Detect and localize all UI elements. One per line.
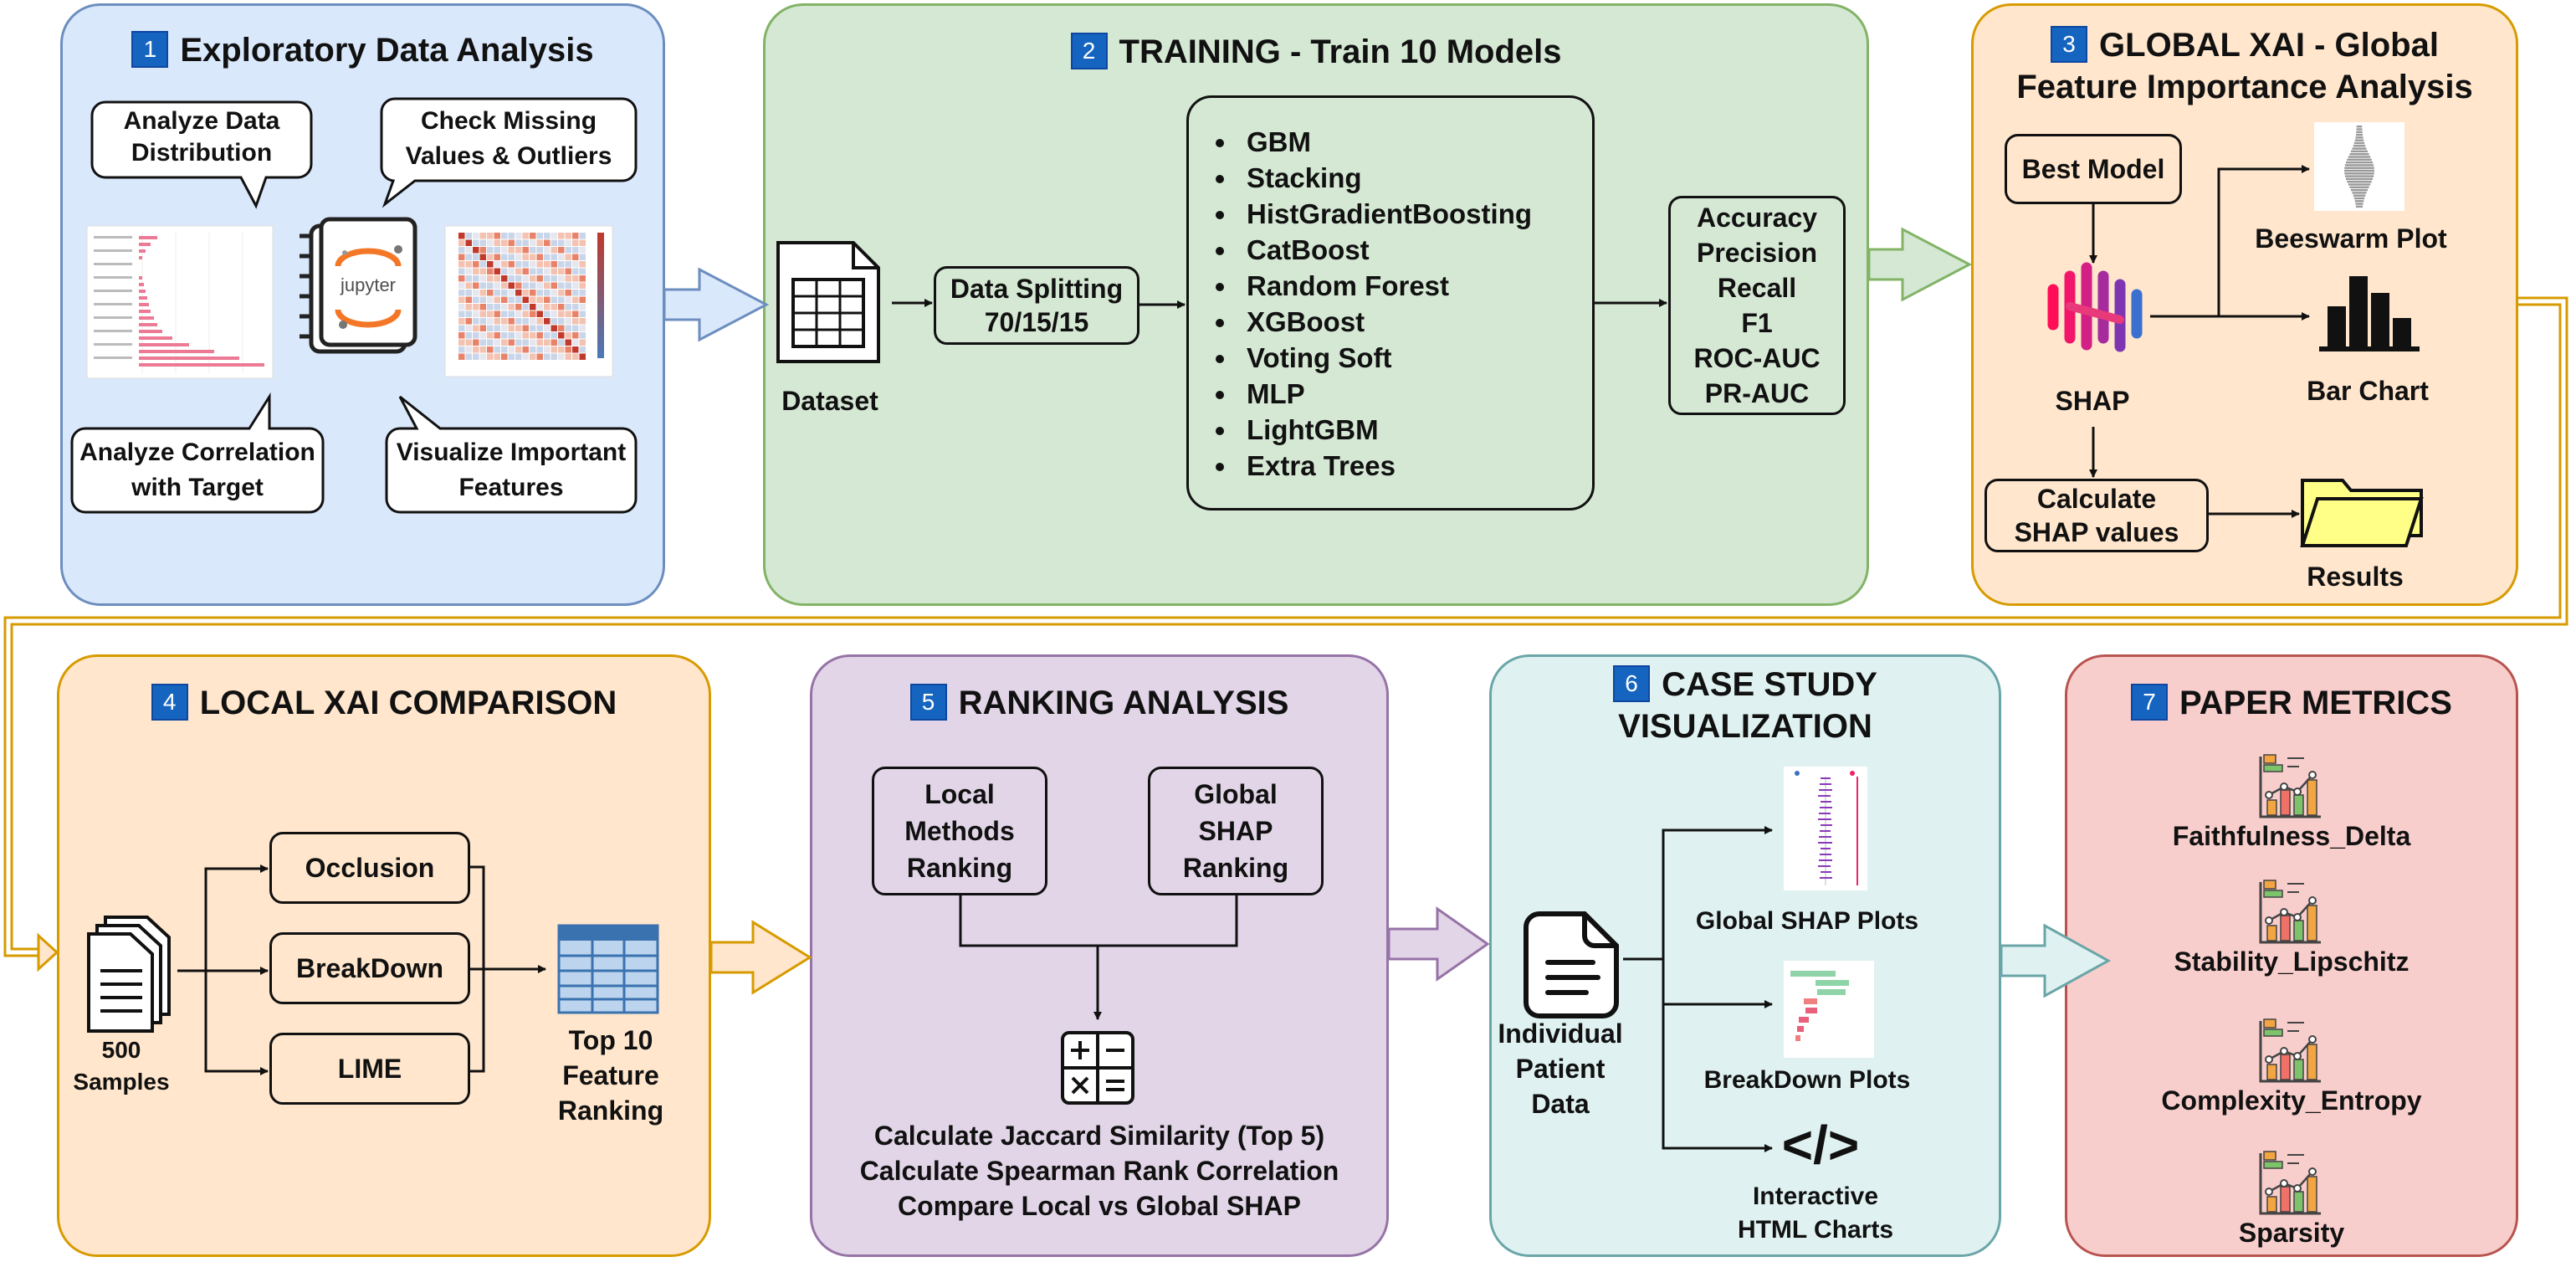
interactive-html-label: Interactive HTML Charts	[1737, 1182, 1894, 1244]
training-metric: Recall	[1717, 273, 1797, 303]
samples-label: 500 Samples	[73, 1037, 170, 1095]
ranking-step: Calculate Spearman Rank Correlation	[859, 1156, 1339, 1186]
calculate-shap-box: Calculate SHAP values	[1984, 479, 2209, 552]
model-item: LightGBM	[1238, 412, 1532, 448]
models-list: GBMStackingHistGradientBoostingCatBoostR…	[1198, 124, 1532, 484]
step-badge: 3	[2051, 26, 2088, 64]
dataset-label: Dataset	[781, 386, 878, 416]
bar-chart-label: Bar Chart	[2307, 376, 2429, 406]
beeswarm-label: Beeswarm Plot	[2255, 223, 2447, 254]
global-shap-plots-label: Global SHAP Plots	[1695, 907, 1919, 935]
breakdown-plots-label: BreakDown Plots	[1703, 1066, 1911, 1094]
patient-data-label: Individual Patient Data	[1498, 1018, 1623, 1119]
block-arrow-1-2	[663, 267, 770, 342]
metric-complexity: Complexity_Entropy	[2161, 1085, 2422, 1116]
step-badge: 5	[909, 684, 947, 721]
step-badge: 1	[131, 31, 169, 69]
step-badge: 6	[1613, 665, 1651, 703]
data-splitting-box: Data Splitting 70/15/15	[934, 266, 1139, 345]
ranking-step: Calculate Jaccard Similarity (Top 5)	[873, 1121, 1325, 1151]
shap-label: SHAP	[2055, 386, 2130, 416]
metric-faithfulness: Faithfulness_Delta	[2172, 821, 2411, 851]
bubble-visualize: Visualize Important Features	[396, 439, 627, 501]
html-code-icon: </>	[1781, 1115, 1860, 1175]
model-item: Stacking	[1238, 160, 1532, 196]
global-shap-ranking-box: Global SHAP Ranking	[1148, 767, 1324, 895]
metric-sparsity: Sparsity	[2238, 1218, 2345, 1248]
top10-ranking-label: Top 10 Feature Ranking	[557, 1025, 664, 1126]
model-item: XGBoost	[1238, 304, 1532, 340]
block-arrow-2-3	[1867, 227, 1973, 302]
block-arrow-5-6	[1387, 906, 1490, 982]
model-item: MLP	[1238, 376, 1532, 412]
ranking-steps: Calculate Jaccard Similarity (Top 5) Calc…	[815, 1118, 1384, 1224]
training-metric: ROC-AUC	[1693, 343, 1821, 373]
metric-stability: Stability_Lipschitz	[2174, 946, 2410, 977]
model-item: GBM	[1238, 124, 1532, 160]
model-item: CatBoost	[1238, 232, 1532, 268]
bubble-missing: Check Missing Values & Outliers	[405, 107, 612, 170]
training-metric: Precision	[1696, 238, 1818, 268]
step-badge: 4	[151, 684, 188, 721]
results-label: Results	[2307, 562, 2404, 592]
training-metric: PR-AUC	[1704, 378, 1810, 408]
model-item: HistGradientBoosting	[1238, 196, 1532, 232]
model-item: Voting Soft	[1238, 340, 1532, 376]
method-occlusion: Occlusion	[269, 832, 470, 904]
block-arrow-4-5	[709, 920, 812, 995]
best-model-box: Best Model	[2005, 134, 2182, 204]
bubble-distribution: Analyze Data Distribution	[123, 107, 280, 167]
training-metric: F1	[1741, 308, 1773, 338]
method-breakdown: BreakDown	[269, 932, 470, 1004]
ranking-step: Compare Local vs Global SHAP	[898, 1191, 1301, 1221]
model-item: Random Forest	[1238, 268, 1532, 304]
bubble-correlation: Analyze Correlation with Target	[79, 439, 315, 501]
training-metric: Accuracy	[1696, 203, 1818, 233]
step-badge: 7	[2131, 684, 2169, 721]
jupyter-label: jupyter	[340, 274, 397, 295]
local-methods-ranking-box: Local Methods Ranking	[872, 767, 1047, 895]
model-item: Extra Trees	[1238, 448, 1532, 484]
step-badge: 2	[1070, 33, 1108, 70]
method-lime: LIME	[269, 1033, 470, 1105]
